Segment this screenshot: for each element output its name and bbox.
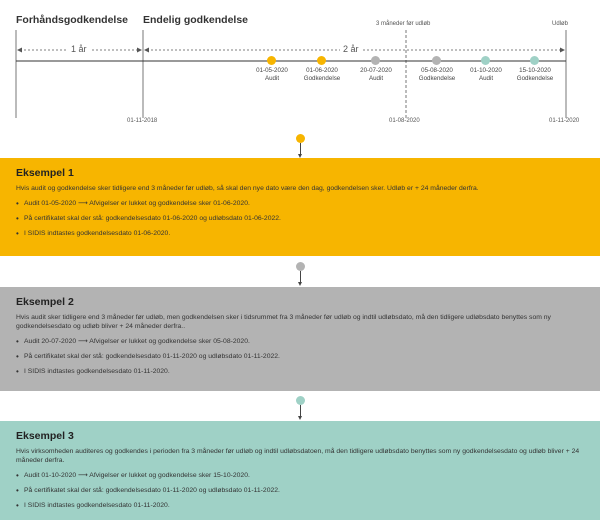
example-bullet: På certifikatet skal der stå: godkendels…	[16, 214, 584, 223]
event-label: Godkendelse	[418, 74, 456, 82]
example-bullets: Audit 01-05-2020 ⟶ Afvigelser er lukket …	[16, 199, 584, 238]
expiry-date-label: 01-11-2020	[549, 118, 580, 124]
phase-final-approval-label: Endelig godkendelse	[143, 14, 249, 26]
event-date: 05-08-2020	[421, 67, 453, 74]
connector-1	[296, 134, 305, 158]
span-final-label: 2 år	[340, 44, 362, 54]
event-dot	[481, 56, 490, 65]
connector-3	[296, 396, 305, 420]
event-date: 20-07-2020	[360, 67, 392, 74]
example-bullet: Audit 01-05-2020 ⟶ Afvigelser er lukket …	[16, 199, 584, 208]
event-dot	[432, 56, 441, 65]
event-dot	[530, 56, 539, 65]
example-title: Eksempel 3	[16, 430, 74, 442]
connector-dot	[296, 262, 305, 271]
example-2-box: Eksempel 2 Hvis audit sker tidligere end…	[0, 287, 600, 391]
example-bullet: Audit 01-10-2020 ⟶ Afvigelser er lukket …	[16, 471, 584, 480]
span-final-arrow-right	[560, 47, 565, 53]
arrow-down-icon	[298, 154, 302, 158]
example-bullet: Audit 20-07-2020 ⟶ Afvigelser er lukket …	[16, 337, 584, 346]
example-title: Eksempel 1	[16, 167, 74, 179]
example-title: Eksempel 2	[16, 296, 74, 308]
event-label: Godkendelse	[303, 74, 341, 82]
example-bullet: På certifikatet skal der stå: godkendels…	[16, 486, 584, 495]
example-bullet: I SIDIS indtastes godkendelsesdato 01-11…	[16, 367, 584, 376]
span-pre-arrow-left	[17, 47, 22, 53]
event-label: Audit	[368, 74, 384, 82]
arrow-down-icon	[298, 416, 302, 420]
event-label: Godkendelse	[516, 74, 554, 82]
three-months-before-expiry-label: 3 måneder før udløb	[376, 21, 431, 27]
example-bullets: Audit 20-07-2020 ⟶ Afvigelser er lukket …	[16, 337, 584, 376]
example-bullet: På certifikatet skal der stå: godkendels…	[16, 352, 584, 361]
example-bullet: I SIDIS indtastes godkendelsesdato 01-11…	[16, 501, 584, 510]
event-label: Audit	[264, 74, 280, 82]
example-description: Hvis audit og godkendelse sker tidligere…	[16, 185, 479, 192]
connector-dot	[296, 396, 305, 405]
timeline-axis	[15, 30, 567, 118]
span-pre-label: 1 år	[68, 44, 90, 54]
event-dot	[267, 56, 276, 65]
event-dot	[317, 56, 326, 65]
event-dot	[371, 56, 380, 65]
three-months-date-label: 01-08-2020	[389, 118, 420, 124]
example-3-box: Eksempel 3 Hvis virksomheden auditeres o…	[0, 421, 600, 520]
event-label: Audit	[478, 74, 494, 82]
event-date: 01-05-2020	[256, 67, 288, 74]
example-1-box: Eksempel 1 Hvis audit og godkendelse ske…	[0, 158, 600, 256]
connector-line	[300, 143, 301, 154]
arrow-down-icon	[298, 282, 302, 286]
start-date-label: 01-11-2018	[127, 118, 158, 124]
example-description: Hvis audit sker tidligere end 3 måneder …	[16, 314, 551, 330]
connector-2	[296, 262, 305, 286]
example-bullets: Audit 01-10-2020 ⟶ Afvigelser er lukket …	[16, 471, 584, 510]
expiry-label: Udløb	[552, 21, 569, 27]
example-description: Hvis virksomheden auditeres og godkendes…	[16, 448, 580, 464]
event-date: 15-10-2020	[519, 67, 551, 74]
event-date: 01-10-2020	[470, 67, 502, 74]
connector-line	[300, 405, 301, 416]
connector-dot	[296, 134, 305, 143]
span-final-arrow-left	[144, 47, 149, 53]
event-date: 01-06-2020	[306, 67, 338, 74]
connector-line	[300, 271, 301, 282]
phase-pre-approval-label: Forhåndsgodkendelse	[16, 14, 129, 26]
span-pre-arrow-right	[137, 47, 142, 53]
example-bullet: I SIDIS indtastes godkendelsesdato 01-06…	[16, 229, 584, 238]
